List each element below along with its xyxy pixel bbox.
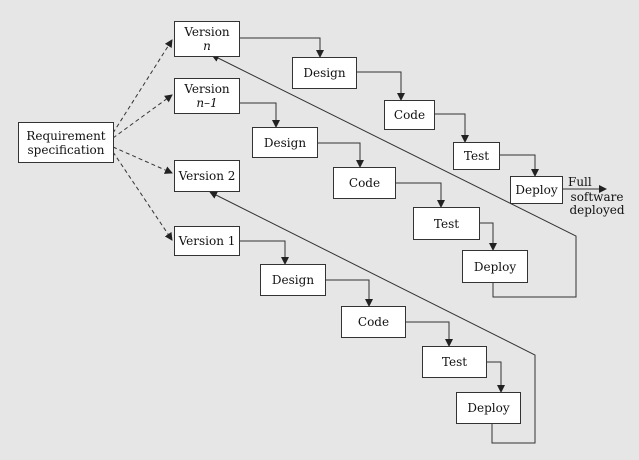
arrow-v1-code-to-test — [405, 321, 453, 347]
arrow-vn-design-to-code — [356, 71, 405, 101]
full-label-line2: software — [570, 190, 624, 204]
arrow-vn1-code-to-test — [395, 182, 445, 208]
version-n-1-number: n–1 — [196, 96, 218, 110]
requirement-label-line1: Requirement — [26, 128, 106, 143]
code-box: Code — [384, 100, 435, 130]
version-n-1-label: Version — [184, 82, 230, 96]
full-label-line3: deployed — [569, 203, 625, 217]
arrow-v1-design-to-code — [325, 279, 373, 307]
requirement-label-line2: specification — [27, 142, 105, 157]
feedback-to-version-2 — [209, 191, 536, 444]
arrow-vn-test-to-deploy — [499, 154, 539, 177]
feedback-to-version-n — [211, 54, 577, 298]
test-box: Test — [422, 346, 487, 378]
version-n-minus-1-box: Version n–1 — [174, 78, 240, 114]
dashed-arrow-to-version-n — [112, 39, 173, 134]
dashed-arrow-to-version-1 — [112, 151, 173, 241]
design-box: Design — [260, 264, 326, 296]
arrow-vn1-to-design — [239, 102, 280, 128]
version-1-label: Version 1 — [178, 234, 236, 248]
requirement-specification-box: Requirement specification — [18, 122, 114, 163]
dashed-arrow-to-version-n-1 — [112, 94, 173, 139]
arrow-vn-to-design — [239, 37, 324, 58]
version-n-label: Version — [184, 25, 230, 39]
test-box: Test — [453, 142, 500, 170]
design-box: Design — [252, 127, 318, 158]
version-n-number: n — [203, 39, 211, 53]
code-box: Code — [333, 167, 396, 199]
full-label-line1: Full — [568, 175, 592, 189]
deploy-box: Deploy — [510, 176, 563, 204]
version-2-label: Version 2 — [178, 169, 236, 183]
deploy-box: Deploy — [456, 392, 521, 424]
full-software-deployed-label: Full software deployed — [562, 176, 632, 217]
version-1-box: Version 1 — [174, 226, 240, 256]
design-box: Design — [292, 57, 357, 89]
deploy-box: Deploy — [462, 250, 528, 283]
arrow-v1-to-design — [239, 240, 289, 265]
test-box: Test — [413, 207, 480, 240]
arrow-vn1-test-to-deploy — [479, 222, 497, 251]
version-n-box: Version n — [174, 21, 240, 57]
code-box: Code — [341, 306, 406, 338]
version-2-box: Version 2 — [174, 160, 240, 192]
arrow-v1-test-to-deploy — [486, 361, 505, 393]
arrow-vn1-design-to-code — [317, 142, 364, 168]
dashed-arrow-to-version-2 — [112, 146, 173, 174]
arrow-vn-code-to-test — [434, 113, 469, 143]
